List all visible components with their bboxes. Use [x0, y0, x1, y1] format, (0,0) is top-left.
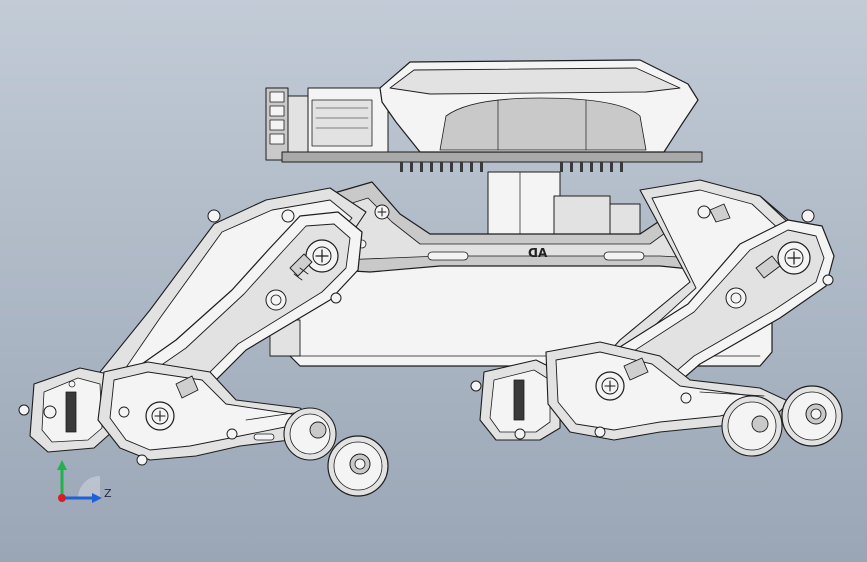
left-wheel-front[interactable] — [327, 435, 389, 497]
connector-stack — [265, 87, 389, 161]
left-wheel-rear[interactable] — [283, 407, 337, 461]
triad-y-arrow-icon — [57, 460, 67, 470]
orientation-triad[interactable]: Z — [57, 460, 112, 503]
chassis-part-marking: ᗡA — [528, 246, 548, 260]
pcb-board — [281, 151, 703, 163]
dome-window — [439, 97, 647, 151]
dome-top-face — [389, 67, 681, 95]
right-wheel-rear[interactable] — [721, 395, 783, 457]
right-foot-back[interactable] — [470, 359, 561, 441]
triad-plane — [78, 476, 100, 498]
right-wheel-front[interactable] — [781, 385, 843, 447]
triad-x-axis-dot — [58, 494, 66, 502]
left-foot-back[interactable] — [18, 367, 113, 453]
servo-block — [553, 195, 611, 237]
left-foot-front[interactable] — [97, 361, 321, 466]
top-shell-assembly[interactable] — [265, 59, 703, 172]
triad-z-arrow-icon — [92, 493, 102, 503]
triad-z-label: Z — [104, 487, 112, 500]
pcb-pins — [400, 162, 623, 172]
central-column — [487, 171, 641, 237]
